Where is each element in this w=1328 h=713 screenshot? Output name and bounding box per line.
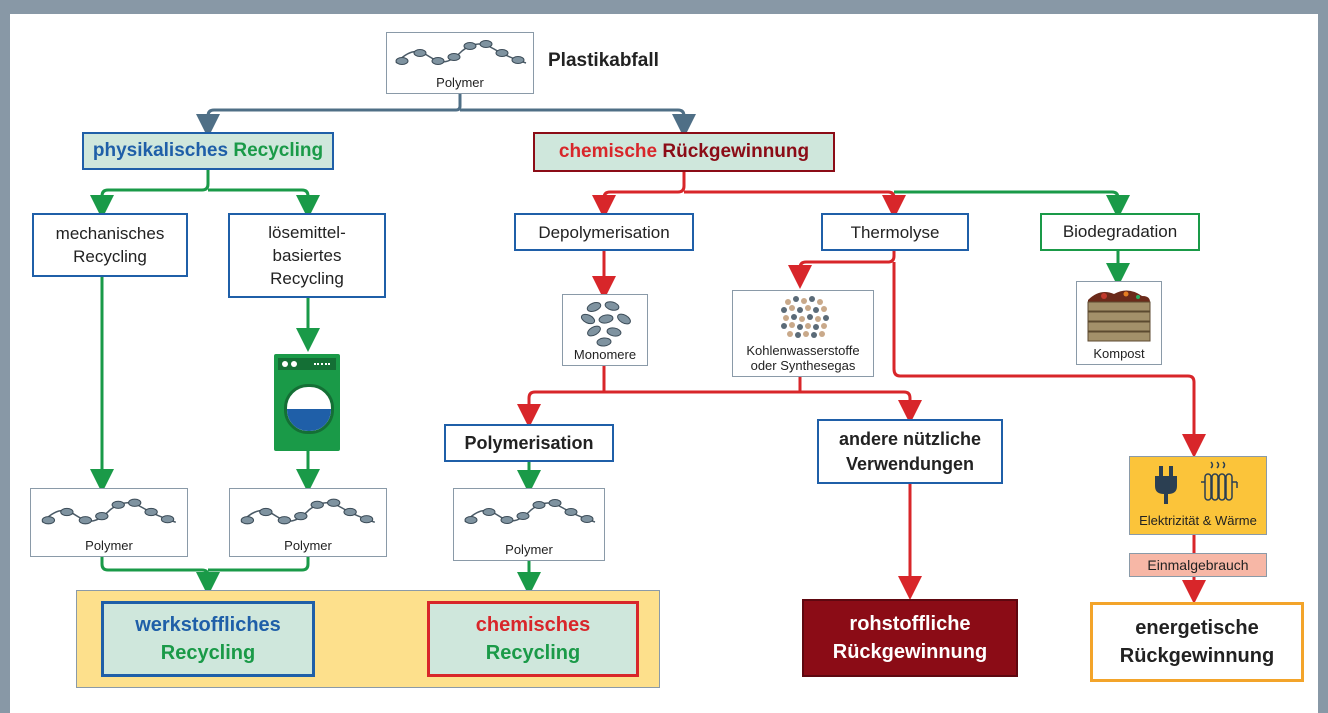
compost-box: Kompost [1076, 281, 1162, 365]
electricity-heat-box: Elektrizität & Wärme [1129, 456, 1267, 535]
depolymerisation-label: Depolymerisation [538, 222, 670, 242]
polymer-caption-3: Polymer [505, 542, 553, 557]
solvent-label: lösemittel- basiertes Recycling [268, 223, 346, 288]
polymer-caption-2: Polymer [284, 538, 332, 553]
polymer-caption-1: Polymer [85, 538, 133, 553]
join-line [208, 557, 310, 572]
solvent-recycling-node: lösemittel- basiertes Recycling [228, 213, 386, 298]
mechanical-label: mechanisches Recycling [55, 224, 165, 266]
plug-radiator-icon [1155, 461, 1238, 504]
polymer-chain-icon [395, 40, 527, 65]
single-use-tag: Einmalgebrauch [1129, 553, 1267, 577]
polymerisation-node: Polymerisation [444, 424, 614, 462]
other-uses-node: andere nützliche Verwendungen [817, 419, 1003, 484]
arrow-to-polymerisation [517, 390, 541, 428]
connector-lines [90, 94, 1206, 604]
arrow-to-other-uses [535, 390, 922, 424]
polymer-box-mechanical: Polymer [30, 488, 188, 557]
hydrocarbons-box: Kohlenwasserstoffe oder Synthesegas [732, 290, 874, 377]
feedstock-recovery-box: rohstoffliche Rückgewinnung [802, 599, 1018, 677]
physical-recycling-header: physikalisches Recycling [82, 132, 334, 170]
physical-part1: physikalisches [92, 140, 229, 161]
hydrocarbons-label: Kohlenwasserstoffe oder Synthesegas [746, 343, 860, 373]
top-polymer-box: Polymer [386, 32, 534, 94]
electricity-label: Elektrizität & Wärme [1139, 513, 1257, 528]
chemical-recycling-line2: Recycling [485, 642, 581, 664]
arrow-to-physical [196, 94, 462, 138]
single-use-label: Einmalgebrauch [1147, 557, 1249, 573]
chemical-recovery-header: chemische Rückgewinnung [533, 132, 835, 172]
chemical-part1: chemische [558, 141, 658, 162]
chemical-recycling-box: chemisches Recycling [427, 601, 639, 677]
polymerisation-label: Polymerisation [464, 432, 594, 453]
material-recycling-line1: werkstoffliches [135, 614, 281, 636]
title-plastic-waste: Plastikabfall [548, 50, 659, 71]
polymer-chain-icon [240, 498, 376, 525]
arrow-to-solvent [208, 188, 320, 219]
arrow-to-chemical [460, 108, 696, 138]
arrow-to-depolymerisation [592, 172, 686, 219]
monomers-box: Monomere [562, 294, 648, 366]
arrow-to-hydrocarbons [788, 251, 896, 289]
arrow-to-material-recycling [100, 557, 220, 596]
physical-part2: Recycling [233, 140, 324, 161]
depolymerisation-node: Depolymerisation [514, 213, 694, 251]
mechanical-recycling-node: mechanisches Recycling [32, 213, 188, 277]
thermolysis-node: Thermolyse [821, 213, 969, 251]
arrow-to-electricity [892, 262, 1206, 458]
polymer-box-solvent: Polymer [229, 488, 387, 557]
diagram-canvas: Polymer Plastikabfall physikalisches Rec… [10, 14, 1318, 713]
compost-bin-icon [1087, 290, 1151, 342]
monomers-label: Monomere [573, 347, 637, 362]
biodegradation-label: Biodegradation [1062, 222, 1178, 241]
energy-recovery-box: energetische Rückgewinnung [1090, 602, 1304, 682]
material-recycling-box: werkstoffliches Recycling [101, 601, 315, 677]
thermolysis-label: Thermolyse [850, 222, 940, 242]
washing-machine-icon [274, 354, 340, 451]
chemical-part2: Rückgewinnung [662, 141, 810, 162]
monomers-icon [580, 301, 631, 347]
arrow-to-thermolysis [684, 190, 906, 219]
polymer-chain-icon [464, 499, 596, 524]
arrow-to-biodegradation [894, 190, 1130, 219]
polymer-chain-icon [41, 498, 177, 525]
polymer-caption: Polymer [436, 75, 484, 90]
chemical-recycling-line1: chemisches [475, 614, 591, 636]
feedstock-recovery-label: rohstoffliche Rückgewinnung [832, 613, 988, 663]
energy-recovery-label: energetische Rückgewinnung [1119, 617, 1275, 667]
compost-label: Kompost [1093, 346, 1145, 361]
biodegradation-node: Biodegradation [1040, 213, 1200, 251]
hydrocarbon-molecules-icon [781, 296, 829, 338]
polymer-box-polymerisation: Polymer [453, 488, 605, 561]
arrow-to-mechanical [90, 170, 210, 219]
material-recycling-line2: Recycling [160, 642, 256, 664]
other-uses-label: andere nützliche Verwendungen [838, 428, 982, 474]
